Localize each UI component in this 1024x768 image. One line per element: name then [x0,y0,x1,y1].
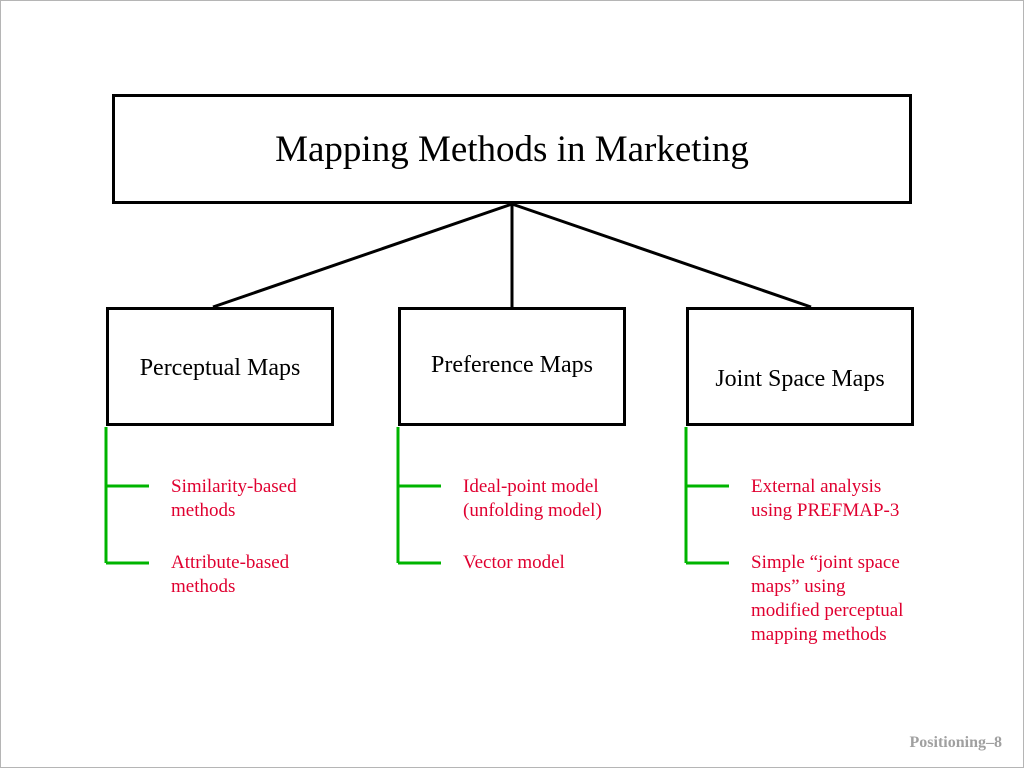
diagram-title: Mapping Methods in Marketing [275,128,749,170]
preference-item-vector: Vector model [463,552,565,573]
preference-item-ideal-point: Ideal-point model (unfolding model) [463,476,602,521]
slide-footer: Positioning–8 [909,734,1002,751]
joint-space-maps-box: Joint Space Maps [686,307,914,426]
perceptual-item-attribute: Attribute-based methods [171,552,290,597]
preference-maps-box: Preference Maps [398,307,626,426]
joint-space-maps-label: Joint Space Maps [715,366,885,392]
connector-to-perceptual [212,202,513,309]
joint-item-simple: Simple “joint space maps” using modified… [751,552,904,645]
perceptual-maps-label: Perceptual Maps [139,355,301,381]
joint-item-external: External analysis using PREFMAP-3 [751,476,900,521]
perceptual-maps-box: Perceptual Maps [106,307,334,426]
perceptual-item-similarity: Similarity-based methods [171,476,297,521]
title-box: Mapping Methods in Marketing [112,94,912,204]
preference-maps-label: Preference Maps [431,352,593,378]
connector-to-joint [511,202,812,309]
